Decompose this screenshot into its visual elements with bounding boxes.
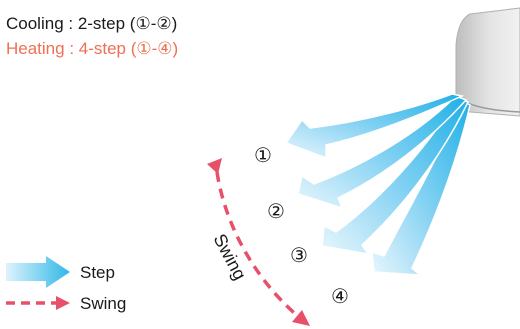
swing-text: Swing (209, 230, 250, 283)
legend-swing-label: Swing (80, 294, 126, 313)
legend-step-label: Step (80, 263, 115, 282)
step-3-label: ③ (290, 243, 308, 267)
step-arrow-2 (297, 95, 468, 210)
swing-arrow-icon (207, 158, 310, 326)
step-1-label: ① (254, 143, 272, 167)
step-arrow-1 (284, 93, 465, 160)
legend-swing-icon (6, 296, 70, 310)
step-2-label: ② (267, 199, 285, 223)
step-4-label: ④ (331, 284, 349, 308)
heating-label: Heating : 4-step (①-④) (6, 39, 179, 58)
step-arrow-3 (321, 97, 470, 256)
cooling-label: Cooling : 2-step (①-②) (6, 14, 178, 33)
legend-step-icon (6, 256, 70, 288)
